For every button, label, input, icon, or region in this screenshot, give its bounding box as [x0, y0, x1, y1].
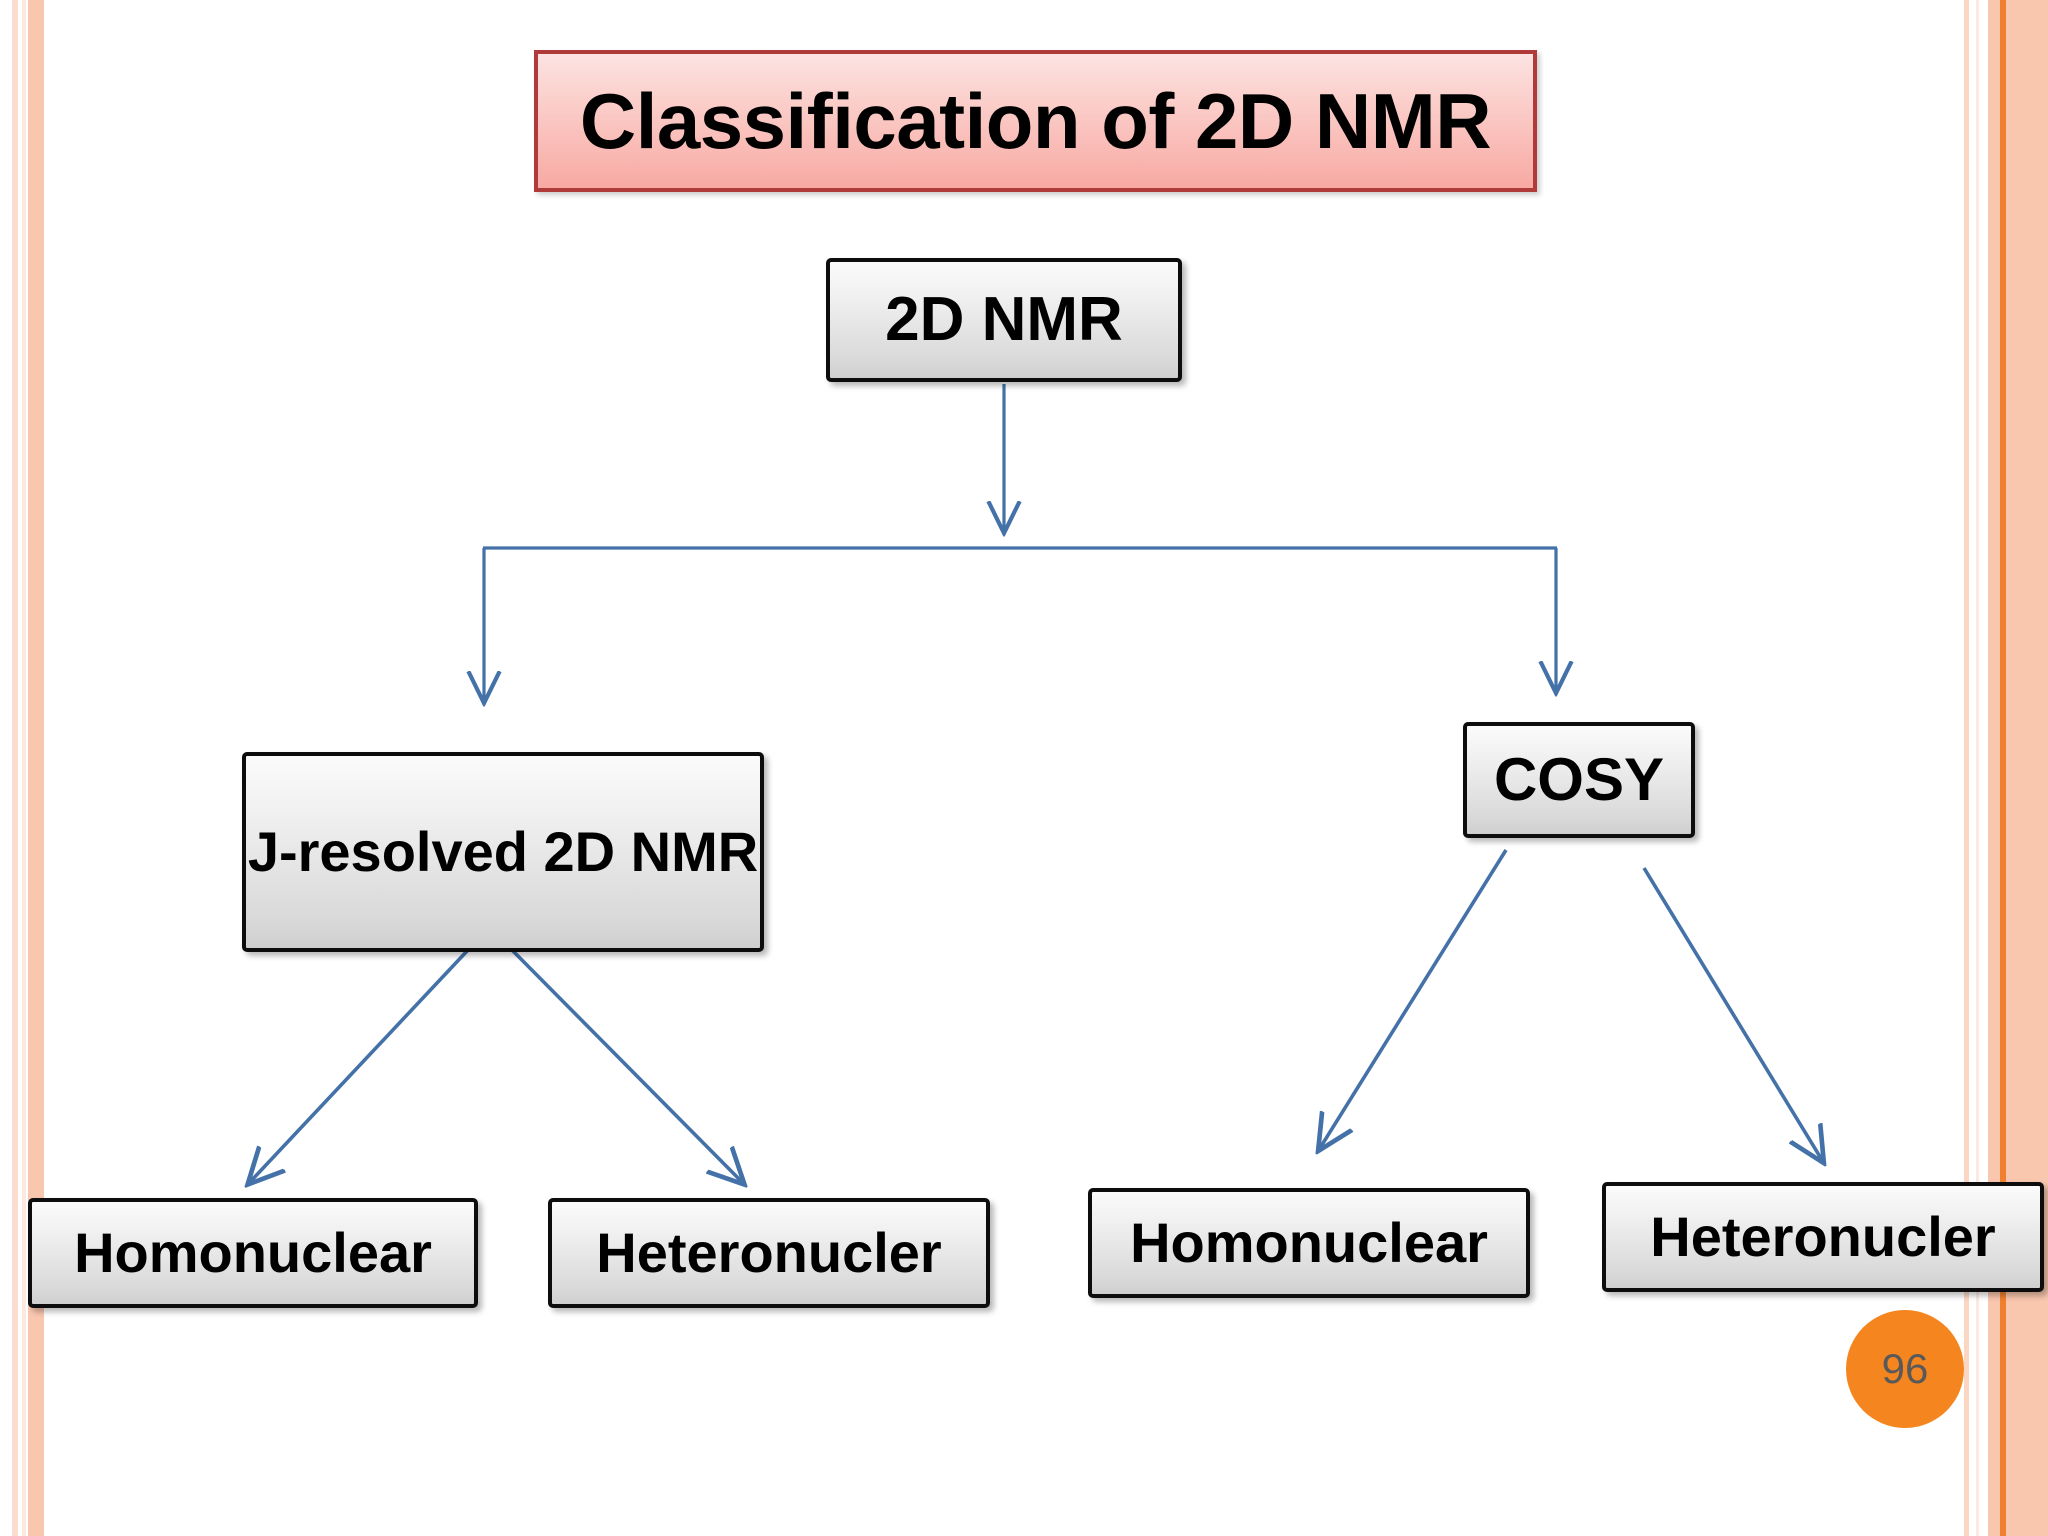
edge-jresolved-to-heteronucler: [510, 948, 742, 1182]
page-title: Classification of 2D NMR: [579, 76, 1492, 165]
right-border-stripe-2: [1976, 0, 1979, 1536]
node-label: Homonuclear: [74, 1220, 432, 1284]
node-label: J-resolved 2D NMR: [247, 819, 759, 883]
node-j-resolved-2d-nmr[interactable]: J-resolved 2D NMR: [242, 752, 764, 952]
node-label: Heteronucler: [1650, 1204, 1996, 1268]
node-cosy[interactable]: COSY: [1463, 722, 1695, 838]
node-label: Homonuclear: [1130, 1210, 1488, 1274]
left-border-stripe-2: [22, 0, 26, 1536]
page-number: 96: [1881, 1345, 1929, 1392]
right-border-stripe-1: [1964, 0, 1969, 1536]
edge-cosy-to-homonuclear: [1320, 849, 1508, 1148]
node-label: COSY: [1493, 745, 1665, 813]
left-border-stripe-3: [28, 0, 44, 1536]
node-2d-nmr[interactable]: 2D NMR: [826, 258, 1182, 382]
node-cosy-homonuclear[interactable]: Homonuclear: [1088, 1188, 1530, 1298]
slide-title-banner: Classification of 2D NMR: [534, 50, 1537, 192]
right-border-stripe-3: [1988, 0, 2010, 1536]
right-border-stripe-accent: [2000, 0, 2006, 1536]
node-label: 2D NMR: [885, 285, 1123, 355]
left-border-stripe-1: [12, 0, 18, 1536]
page-number-badge: 96: [1846, 1310, 1964, 1428]
edge-cosy-to-heteronucler: [1642, 867, 1822, 1160]
node-jresolved-homonuclear[interactable]: Homonuclear: [28, 1198, 478, 1308]
right-border-stripe-4: [2010, 0, 2048, 1536]
node-jresolved-heteronucler[interactable]: Heteronucler: [548, 1198, 990, 1308]
edge-jresolved-to-homonuclear: [250, 948, 470, 1182]
node-cosy-heteronucler[interactable]: Heteronucler: [1602, 1182, 2044, 1292]
node-label: Heteronucler: [596, 1220, 942, 1284]
